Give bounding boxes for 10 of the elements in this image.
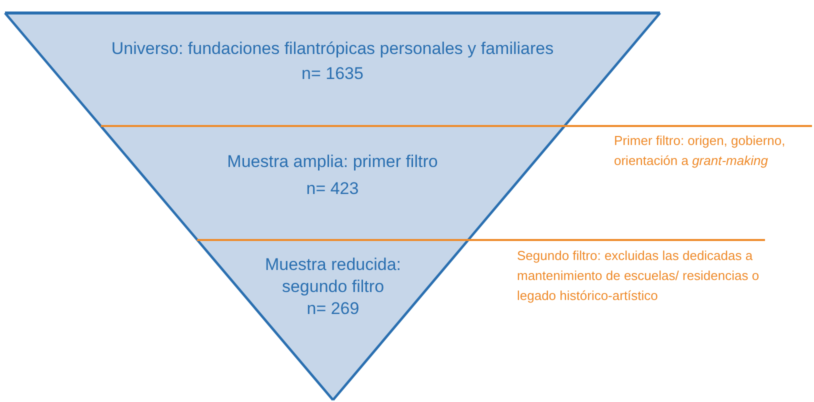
filter-note: Segundo filtro: excluidas las dedicadas a mantenimiento de escuelas/ residencias o legado histórico-artístico bbox=[517, 247, 760, 305]
funnel-band bbox=[197, 240, 469, 400]
sample-count: n= 423 bbox=[305, 178, 360, 200]
sample-count: n= 1635 bbox=[300, 63, 364, 85]
band-title: Muestra amplia: primer filtro bbox=[226, 151, 439, 173]
funnel-band bbox=[100, 126, 565, 240]
sample-count: n= 269 bbox=[306, 298, 360, 320]
funnel-band bbox=[5, 13, 660, 126]
filter-note: Primer filtro: origen, gobierno, orientación a grant-making bbox=[614, 132, 786, 170]
band-title: Universo: fundaciones filantrópicas personales y familiares bbox=[110, 38, 555, 60]
